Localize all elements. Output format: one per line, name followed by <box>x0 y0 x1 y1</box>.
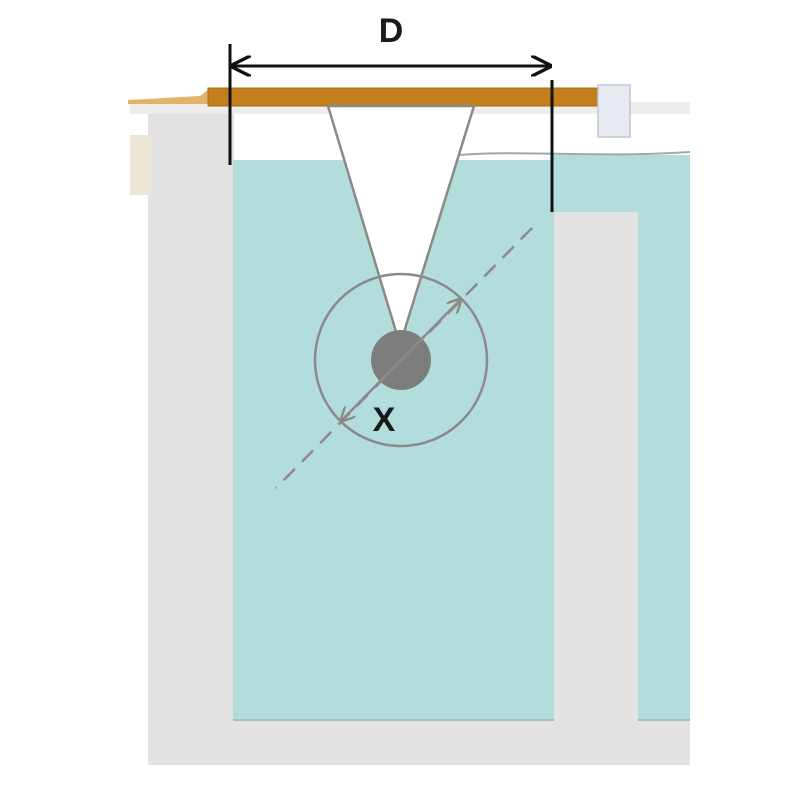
left-ledge <box>130 135 152 195</box>
radius-label: X <box>373 401 396 439</box>
board-overhang-left <box>128 90 212 104</box>
board-end-block <box>597 84 631 138</box>
water-upper-right <box>553 155 690 212</box>
tank-wall-divider <box>553 210 638 765</box>
board <box>207 87 599 107</box>
water-right <box>638 210 690 720</box>
tank-wall-left <box>148 110 234 765</box>
cone <box>326 104 476 350</box>
radius-arrow <box>341 299 461 421</box>
swing-circle <box>313 272 489 448</box>
water-surface-right <box>459 151 691 156</box>
width-label: D <box>379 12 404 50</box>
